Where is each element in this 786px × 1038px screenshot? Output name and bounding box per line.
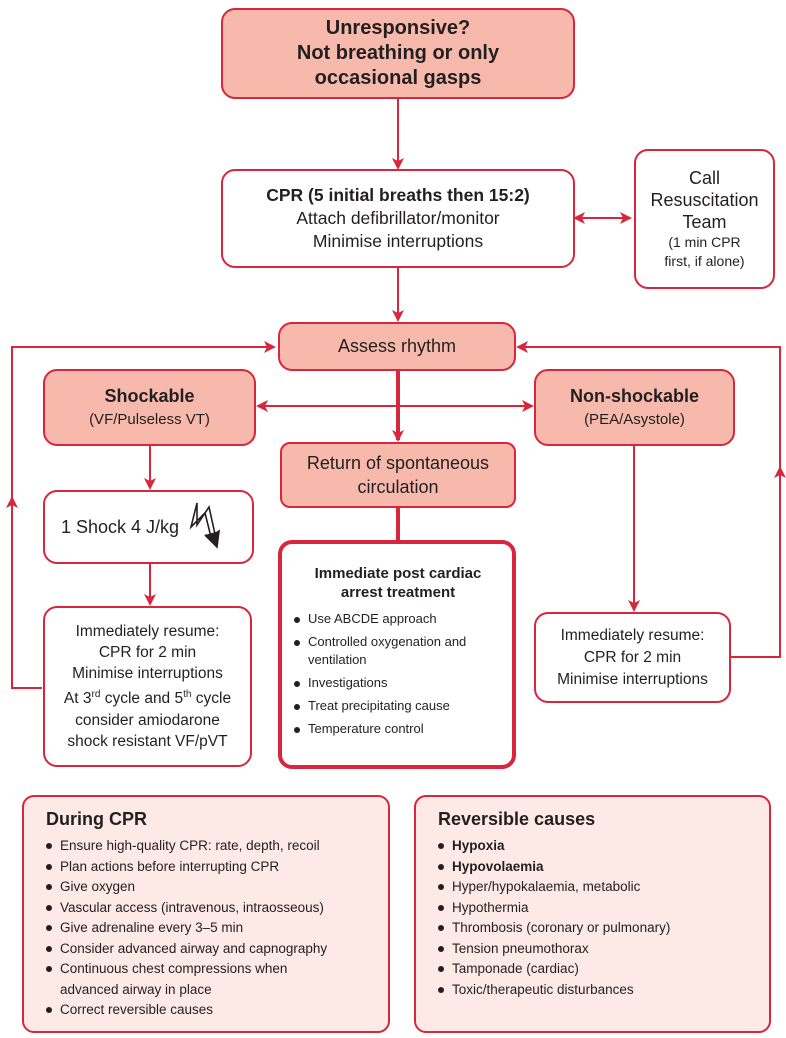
resume-left-line-2: CPR for 2 min — [98, 644, 197, 662]
call-team-box: Call Resuscitation Team (1 min CPR first… — [634, 149, 775, 289]
start-line-2: Not breathing or only — [296, 42, 500, 64]
resume-right-line-3: Minimise interruptions — [557, 670, 708, 688]
resume-left-line-4: At 3rd cycle and 5th cycle — [64, 684, 231, 709]
during-cpr-item: Consider advanced airway and capnography — [46, 939, 374, 960]
nonshockable-box: Non-shockable (PEA/Asystole) — [534, 369, 735, 446]
resume-left-line-4a: At 3 — [63, 690, 92, 708]
resume-left-sup-th: th — [183, 689, 192, 701]
resume-right-line-1: Immediately resume: — [560, 626, 705, 644]
reversible-causes-panel: Reversible causes Hypoxia Hypovolaemia H… — [414, 795, 771, 1033]
post-arrest-title-2: arrest treatment — [340, 584, 456, 601]
during-cpr-item: Ensure high-quality CPR: rate, depth, re… — [46, 836, 374, 857]
reversible-cause-item: Hypovolaemia — [438, 857, 755, 878]
reversible-cause-item: Hyper/hypokalaemia, metabolic — [438, 877, 755, 898]
call-team-line-4: (1 min CPR — [668, 234, 741, 250]
call-team-line-3: Team — [682, 212, 727, 232]
resume-left-line-5: consider amiodarone — [75, 711, 220, 729]
post-arrest-box: Immediate post cardiac arrest treatment … — [278, 540, 516, 769]
nonshockable-subtitle: (PEA/Asystole) — [584, 410, 685, 428]
assess-rhythm-label: Assess rhythm — [337, 336, 457, 356]
reversible-cause-item: Thrombosis (coronary or pulmonary) — [438, 918, 755, 939]
during-cpr-list: Ensure high-quality CPR: rate, depth, re… — [46, 836, 374, 1021]
reversible-causes-title: Reversible causes — [438, 809, 596, 829]
post-arrest-list: Use ABCDE approach Controlled oxygenatio… — [294, 610, 502, 738]
shock-label: 1 Shock 4 J/kg — [61, 516, 180, 537]
cpr-line-1: CPR (5 initial breaths then 15:2) — [266, 185, 530, 205]
during-cpr-item: Plan actions before interrupting CPR — [46, 857, 374, 878]
reversible-cause-item: Hypothermia — [438, 898, 755, 919]
resume-left-line-1: Immediately resume: — [75, 623, 220, 641]
resume-left-line-4c: cycle — [191, 690, 232, 708]
post-arrest-item: Temperature control — [294, 720, 502, 738]
post-arrest-item: Treat precipitating cause — [294, 697, 502, 715]
during-cpr-title: During CPR — [46, 809, 147, 829]
post-arrest-item: Investigations — [294, 674, 502, 692]
rosc-line-1: Return of spontaneous — [306, 453, 490, 473]
post-arrest-item: Controlled oxygenation and ventilation — [294, 633, 502, 669]
resume-right-box: Immediately resume: CPR for 2 min Minimi… — [534, 612, 731, 703]
during-cpr-panel: During CPR Ensure high-quality CPR: rate… — [22, 795, 390, 1033]
resume-left-line-4b: cycle and 5 — [100, 690, 184, 708]
shockable-subtitle: (VF/Pulseless VT) — [89, 410, 210, 428]
cpr-line-2: Attach defibrillator/monitor — [296, 208, 500, 228]
post-arrest-item: Use ABCDE approach — [294, 610, 502, 628]
start-line-1: Unresponsive? — [325, 17, 471, 39]
reversible-cause-item: Tension pneumothorax — [438, 939, 755, 960]
call-team-line-2: Resuscitation — [650, 190, 759, 210]
post-arrest-title-1: Immediate post cardiac — [314, 565, 482, 582]
call-team-line-5: first, if alone) — [664, 253, 745, 269]
start-line-3: occasional gasps — [314, 67, 482, 89]
resume-left-box: Immediately resume: CPR for 2 min Minimi… — [43, 606, 252, 767]
assess-rhythm-box: Assess rhythm — [278, 322, 516, 371]
rosc-box: Return of spontaneous circulation — [280, 442, 516, 508]
resume-right-line-2: CPR for 2 min — [583, 648, 682, 666]
reversible-causes-list: Hypoxia Hypovolaemia Hyper/hypokalaemia,… — [438, 836, 755, 1000]
resume-left-line-3: Minimise interruptions — [72, 665, 223, 683]
during-cpr-item: Continuous chest compressions when advan… — [46, 959, 374, 1000]
start-box: Unresponsive? Not breathing or only occa… — [221, 8, 575, 99]
during-cpr-item: Vascular access (intravenous, intraosseo… — [46, 898, 374, 919]
post-arrest-title: Immediate post cardiac arrest treatment — [294, 564, 502, 602]
during-cpr-item: Give oxygen — [46, 877, 374, 898]
shock-box: 1 Shock 4 J/kg — [43, 490, 254, 564]
rosc-line-2: circulation — [357, 477, 439, 497]
cpr-line-3: Minimise interruptions — [312, 231, 484, 251]
shockable-box: Shockable (VF/Pulseless VT) — [43, 369, 256, 446]
resume-left-sup-rd: rd — [91, 689, 101, 701]
lightning-bolt-icon — [189, 501, 229, 554]
reversible-cause-item: Hypoxia — [438, 836, 755, 857]
reversible-cause-item: Toxic/therapeutic disturbances — [438, 980, 755, 1001]
cpr-box: CPR (5 initial breaths then 15:2) Attach… — [221, 169, 575, 268]
during-cpr-item: Correct reversible causes — [46, 1000, 374, 1021]
resume-left-line-6: shock resistant VF/pVT — [67, 732, 228, 750]
during-cpr-item: Give adrenaline every 3–5 min — [46, 918, 374, 939]
call-team-line-1: Call — [688, 168, 720, 188]
reversible-cause-item: Tamponade (cardiac) — [438, 959, 755, 980]
nonshockable-title: Non-shockable — [569, 385, 700, 406]
shockable-title: Shockable — [104, 385, 195, 406]
